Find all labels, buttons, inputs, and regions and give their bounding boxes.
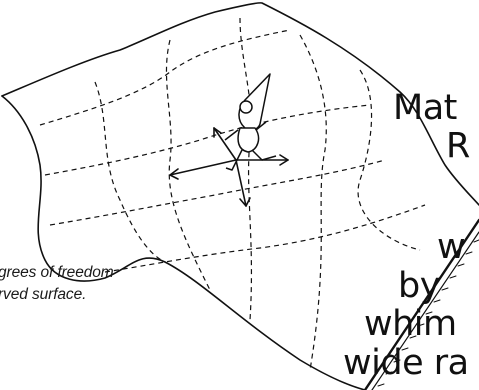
headline-line-5: whim: [364, 304, 457, 344]
headline-line-6: wide ra: [343, 343, 469, 383]
direction-arrows-icon: [170, 128, 288, 206]
headline-line-1: Mat: [393, 88, 457, 128]
headline-line-3: w: [437, 227, 465, 267]
surface-left-edge: [2, 96, 365, 390]
caption-line-2: rved surface.: [0, 286, 86, 304]
headline-line-4: by: [398, 266, 440, 306]
headline-line-2: R: [446, 126, 470, 166]
caption-line-1: grees of freedom: [0, 264, 114, 282]
